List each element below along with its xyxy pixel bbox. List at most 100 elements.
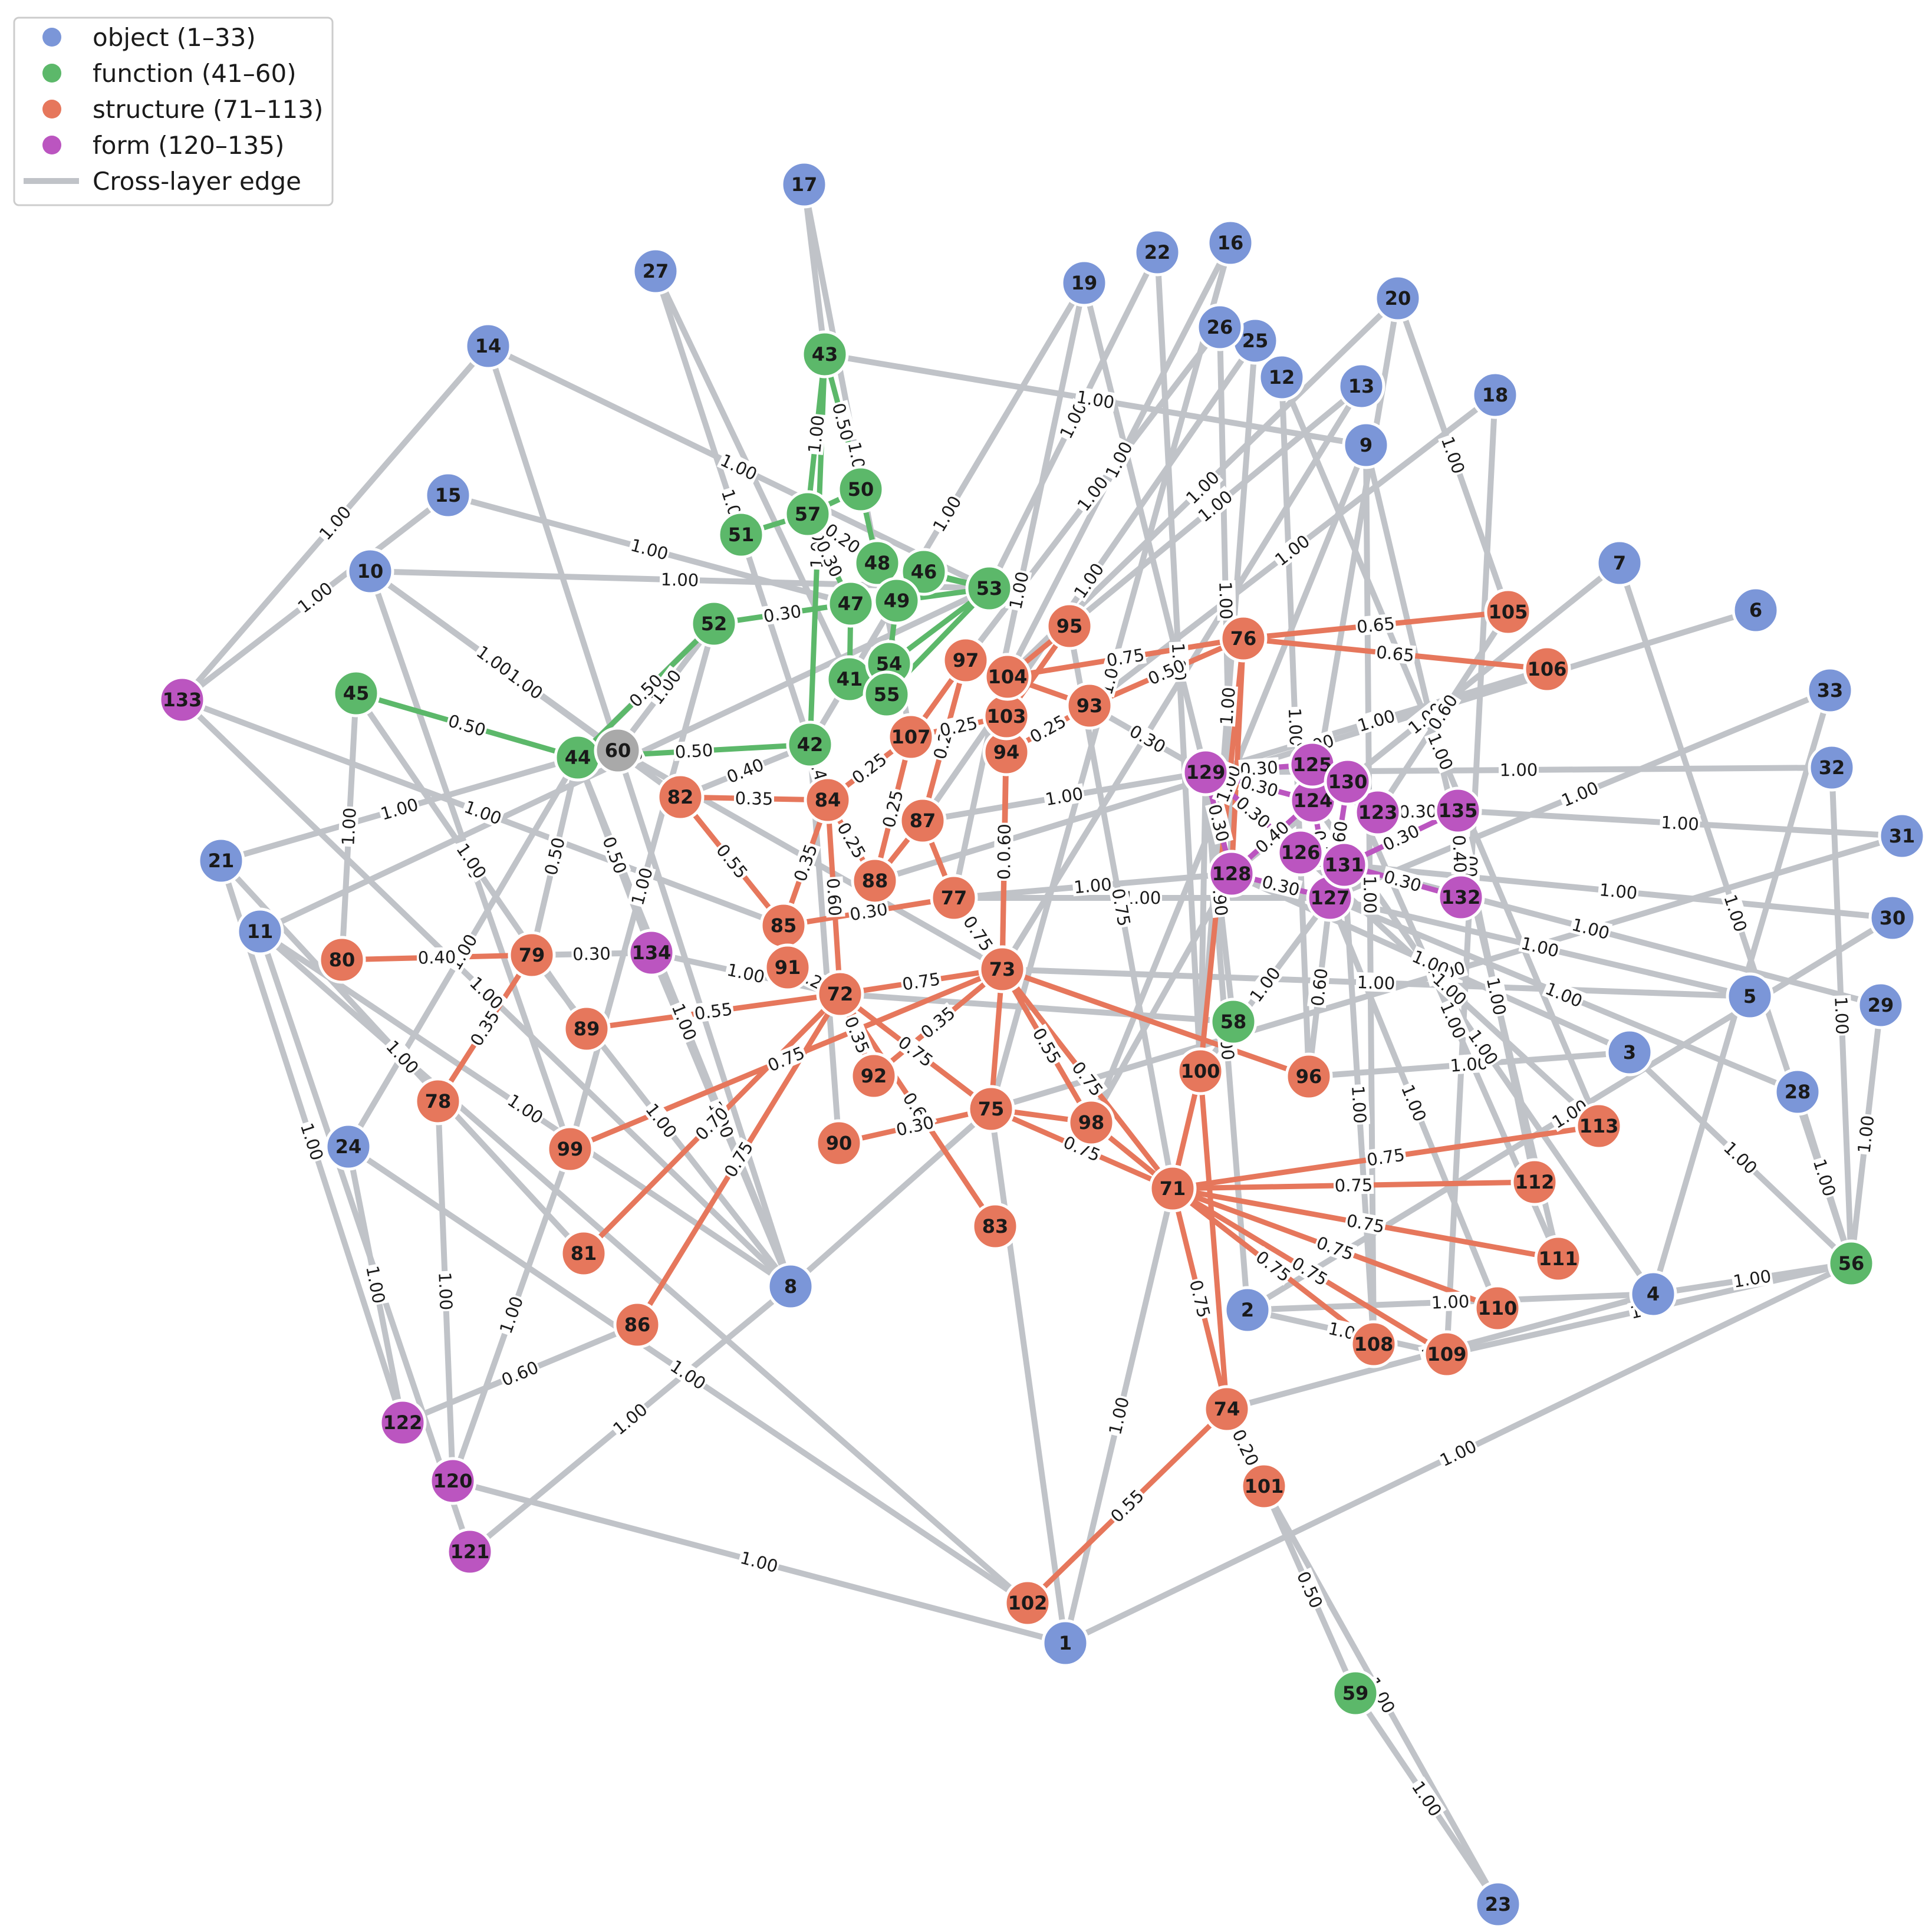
edge-label-background: [624, 669, 667, 712]
node-circle: [887, 713, 935, 761]
edge-weight-label: 1.00: [1105, 1395, 1133, 1437]
node-label: 123: [1358, 801, 1398, 824]
edge-label-background: [466, 972, 508, 1013]
node-12: 12: [1258, 353, 1306, 401]
node-11: 11: [236, 907, 284, 956]
node-circle: [873, 577, 921, 625]
node-20: 20: [1374, 274, 1422, 322]
edge-label-group: 1.00: [377, 794, 422, 824]
edge-weight-label: 1.00: [804, 414, 828, 455]
edge-label-group: 0.50: [673, 740, 715, 762]
node-label: 43: [812, 343, 838, 366]
node-circle: [717, 511, 765, 559]
edge-100-129: [1197, 769, 1209, 1074]
edge-label-background: [1378, 820, 1423, 855]
node-circle: [816, 970, 864, 1018]
edge-label-background: [716, 449, 762, 484]
edge-label-background: [1720, 891, 1752, 935]
edge-weight-label: 1.00: [1216, 686, 1239, 726]
node-circle: [1374, 274, 1422, 322]
node-label: 11: [247, 920, 274, 943]
node-label: 96: [1296, 1065, 1322, 1088]
edge-weight-label: 1.00: [1720, 892, 1751, 934]
node-circle: [1148, 1164, 1197, 1213]
node-label: 3: [1623, 1041, 1636, 1064]
node-label: 134: [632, 942, 672, 964]
node-circle: [1065, 682, 1114, 730]
edge-weight-label: 1.00: [1831, 996, 1852, 1035]
node-label: 75: [978, 1098, 1005, 1120]
node-circle: [1773, 1068, 1822, 1116]
edge-label-group: 1.00: [737, 1547, 781, 1576]
node-98: 98: [1067, 1098, 1115, 1147]
edge-weight-label: 1.00: [1569, 914, 1611, 943]
edge-98-128: [1088, 871, 1235, 1125]
edge-label-background: [1059, 1131, 1104, 1165]
node-circle: [197, 837, 245, 885]
node-28: 28: [1773, 1068, 1822, 1116]
edge-label-group: 1.00: [1397, 1081, 1431, 1125]
edge-weight-label: 1.00: [1044, 784, 1084, 809]
node-label: 133: [163, 689, 202, 711]
node-label: 105: [1489, 601, 1528, 623]
edge-label-background: [1101, 437, 1136, 482]
edge-weight-label: 0.30: [572, 943, 611, 964]
node-label: 29: [1868, 994, 1894, 1016]
edge-weight-label: 0.50: [446, 710, 488, 740]
edge-weight-label: 0.25: [938, 713, 979, 740]
node-circle: [1041, 1619, 1090, 1667]
node-85: 85: [759, 901, 808, 950]
node-label: 28: [1785, 1081, 1811, 1103]
edge-label-background: [1205, 801, 1233, 845]
node-label: 113: [1579, 1115, 1619, 1137]
edge-label-background: [1104, 644, 1147, 670]
node-circle: [837, 465, 885, 514]
edge-label-background: [1229, 1425, 1263, 1470]
node-94: 94: [982, 728, 1031, 776]
edge-label-group: 1.00: [1355, 972, 1397, 993]
edge-label-group: 0.40: [723, 753, 768, 787]
node-label: 111: [1539, 1248, 1578, 1270]
node-label: 74: [1214, 1398, 1240, 1420]
edge-label-background: [495, 1292, 526, 1337]
edge-label-background: [1450, 833, 1470, 874]
edge-weight-label: 1.00: [362, 1264, 389, 1305]
node-circle: [1423, 1330, 1471, 1378]
edge-label-background: [1810, 1155, 1840, 1200]
edge-label-background: [1294, 1567, 1327, 1612]
node-59: 59: [1331, 1669, 1380, 1717]
node-circle: [414, 1077, 462, 1125]
node-label: 13: [1348, 375, 1375, 397]
node-circle: [158, 676, 206, 724]
node-circle: [1808, 743, 1856, 792]
edge-weight-label: 0.20: [1228, 1426, 1263, 1469]
node-74: 74: [1203, 1385, 1251, 1433]
edge-weight-label: 0.75: [1186, 1278, 1214, 1320]
node-label: 106: [1528, 658, 1567, 680]
edge-weight-label: 1.00: [628, 535, 670, 564]
legend-item-function: function (41–60): [42, 59, 297, 88]
node-89: 89: [562, 1005, 611, 1053]
node-label: 107: [891, 726, 931, 748]
edge-weight-label: 1.00: [660, 570, 699, 591]
node-21: 21: [197, 837, 245, 885]
edge-label-group: 0.30: [893, 1111, 937, 1140]
node-circle: [1133, 228, 1181, 277]
edge-weight-label: 0.30: [762, 601, 803, 626]
node-96: 96: [1285, 1052, 1333, 1101]
node-label: 87: [910, 809, 936, 832]
edge-label-group: 0.30: [571, 943, 612, 965]
node-label: 14: [475, 335, 502, 357]
node-111: 111: [1534, 1235, 1582, 1283]
node-57: 57: [784, 490, 832, 538]
node-label: 10: [357, 560, 384, 582]
node-label: 16: [1217, 232, 1244, 254]
node-label: 112: [1515, 1171, 1555, 1193]
node-circle: [1534, 1235, 1582, 1283]
edge-label-background: [1237, 771, 1282, 801]
node-60: 60: [594, 726, 642, 775]
edge-label-background: [1429, 968, 1472, 1010]
node-label: 41: [837, 668, 863, 690]
edge-label-background: [1374, 641, 1417, 665]
node-123: 123: [1354, 788, 1402, 837]
